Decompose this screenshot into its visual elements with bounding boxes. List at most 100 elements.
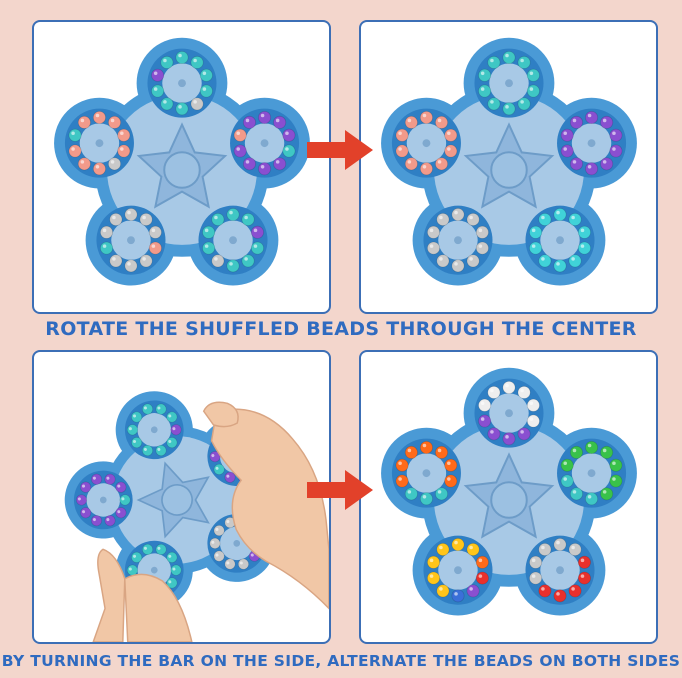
bead bbox=[155, 403, 167, 415]
bead-highlight bbox=[151, 228, 156, 233]
ring-pin bbox=[233, 539, 241, 547]
ring-pin bbox=[454, 566, 462, 575]
bead-highlight bbox=[480, 417, 485, 421]
bead bbox=[100, 225, 114, 239]
bead-highlight bbox=[587, 165, 592, 169]
bead bbox=[560, 458, 574, 472]
bead-highlight bbox=[563, 461, 567, 466]
bead bbox=[444, 474, 458, 488]
bead-highlight bbox=[163, 100, 167, 104]
bead-highlight bbox=[226, 474, 230, 478]
bead bbox=[139, 212, 153, 226]
bead bbox=[250, 241, 264, 255]
solved-puzzle-photo bbox=[359, 20, 658, 314]
bead-highlight bbox=[193, 100, 197, 104]
bead bbox=[419, 110, 433, 124]
bead-highlight bbox=[245, 160, 250, 164]
bead-highlight bbox=[531, 244, 536, 248]
bead-highlight bbox=[229, 210, 233, 215]
bead bbox=[529, 225, 543, 239]
bead-highlight bbox=[563, 477, 567, 481]
bead bbox=[199, 68, 213, 82]
bead-highlight bbox=[142, 257, 146, 261]
bead-highlight bbox=[215, 553, 219, 557]
bead-highlight bbox=[285, 131, 289, 136]
bead-highlight bbox=[157, 546, 161, 550]
shuffled-puzzle-illustration bbox=[54, 37, 310, 286]
bead bbox=[487, 97, 501, 111]
bead-highlight bbox=[117, 484, 121, 488]
bead bbox=[600, 487, 614, 501]
bead-highlight bbox=[469, 587, 473, 591]
bead bbox=[585, 440, 599, 454]
bead-highlight bbox=[275, 160, 280, 164]
bead-highlight bbox=[541, 545, 545, 550]
bead bbox=[109, 254, 123, 268]
bead bbox=[117, 128, 131, 142]
bead-highlight bbox=[429, 228, 434, 233]
bead-highlight bbox=[215, 466, 219, 470]
bead-highlight bbox=[128, 427, 132, 431]
bead-highlight bbox=[112, 215, 116, 220]
bead-highlight bbox=[572, 448, 577, 453]
bead-highlight bbox=[92, 476, 96, 480]
bead bbox=[108, 157, 122, 171]
bead-highlight bbox=[478, 228, 483, 233]
ring-pin bbox=[178, 79, 186, 88]
bead-highlight bbox=[121, 497, 125, 501]
bead bbox=[569, 487, 583, 501]
bead bbox=[609, 458, 623, 472]
bead bbox=[241, 254, 255, 268]
bead bbox=[487, 427, 501, 441]
bead bbox=[553, 538, 567, 552]
bead-highlight bbox=[229, 262, 233, 266]
bead-highlight bbox=[439, 587, 443, 591]
bead-highlight bbox=[132, 414, 137, 418]
bead-highlight bbox=[447, 131, 451, 136]
bead-highlight bbox=[193, 58, 197, 63]
bead-highlight bbox=[520, 58, 524, 63]
bead-highlight bbox=[204, 228, 209, 233]
shuffled-puzzle-photo bbox=[32, 20, 331, 314]
bead bbox=[568, 542, 582, 556]
bead-highlight bbox=[80, 160, 85, 164]
hands-turning-puzzle-photo bbox=[32, 350, 331, 644]
bead bbox=[141, 444, 154, 457]
bead bbox=[160, 55, 174, 69]
bead-highlight bbox=[133, 554, 137, 558]
bead bbox=[427, 555, 441, 569]
bead bbox=[435, 445, 449, 459]
bead-highlight bbox=[133, 439, 137, 443]
bead bbox=[166, 437, 178, 449]
bead-highlight bbox=[127, 262, 131, 266]
bead-highlight bbox=[77, 497, 81, 501]
bead-highlight bbox=[236, 147, 240, 151]
bead-highlight bbox=[612, 147, 616, 151]
bead-highlight bbox=[429, 244, 434, 248]
bead bbox=[75, 494, 88, 506]
bead-highlight bbox=[157, 447, 161, 451]
bead bbox=[475, 555, 489, 569]
ring-pin bbox=[587, 469, 596, 478]
bead bbox=[569, 445, 583, 459]
bead-highlight bbox=[106, 518, 110, 522]
bead bbox=[538, 212, 552, 226]
bottom-caption: BY TURNING THE BAR ON THE SIDE, ALTERNAT… bbox=[1, 652, 681, 670]
bead-highlight bbox=[439, 545, 443, 550]
bead-highlight bbox=[520, 430, 524, 434]
bead-highlight bbox=[469, 215, 473, 220]
bead-highlight bbox=[153, 87, 158, 91]
bead bbox=[427, 571, 441, 585]
bead bbox=[451, 208, 465, 222]
bead-highlight bbox=[398, 477, 402, 481]
bead-highlight bbox=[602, 448, 607, 453]
bead-highlight bbox=[563, 131, 567, 136]
bead-highlight bbox=[469, 257, 473, 261]
bead-highlight bbox=[112, 257, 116, 261]
bead-highlight bbox=[92, 518, 96, 522]
bead bbox=[475, 241, 489, 255]
ring-pin bbox=[556, 566, 564, 575]
bead-highlight bbox=[110, 160, 115, 164]
bead bbox=[568, 212, 582, 226]
bead-highlight bbox=[556, 210, 560, 215]
